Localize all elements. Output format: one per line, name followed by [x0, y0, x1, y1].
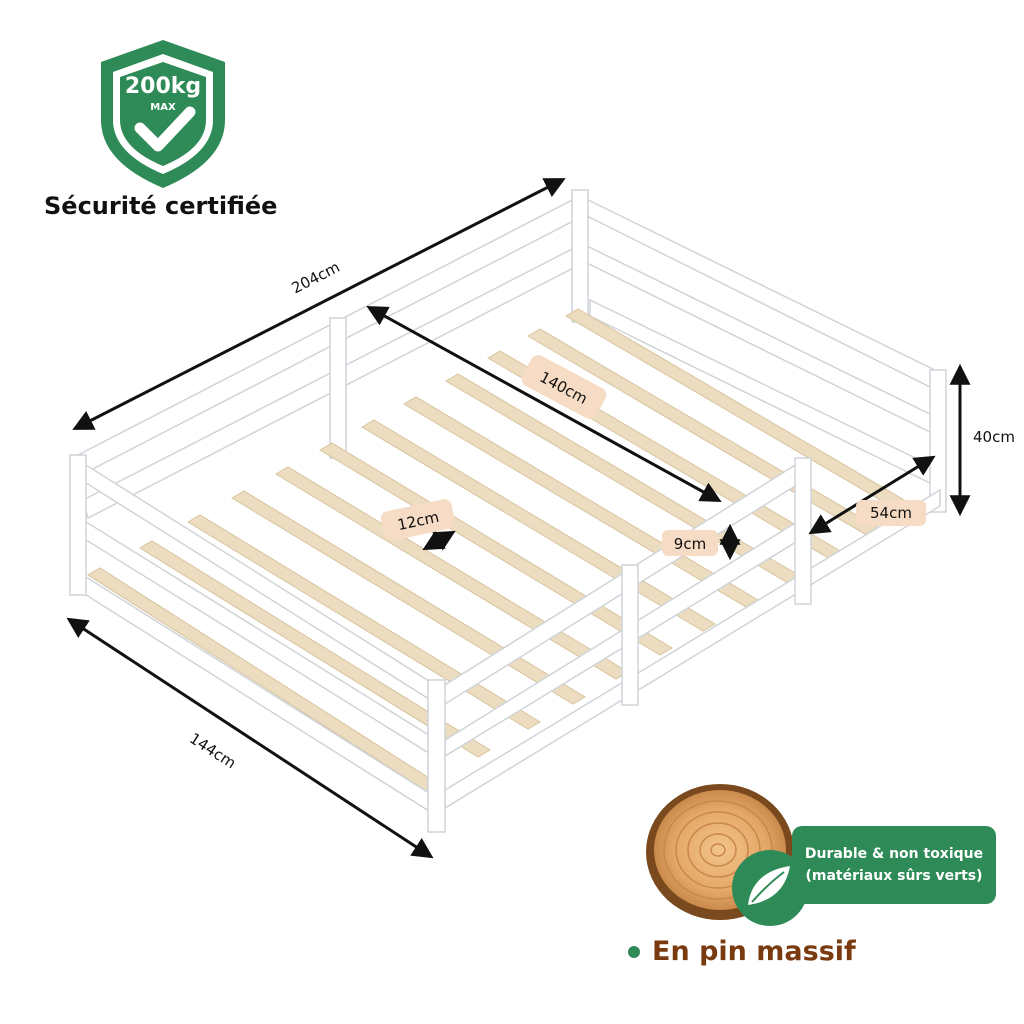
dim-slat-spacing: 12cm [380, 499, 456, 541]
dim-width: 144cm [186, 729, 239, 772]
back-rails [77, 194, 946, 520]
leaf-icon [732, 850, 808, 926]
material-pill-line1: Durable & non toxique [804, 846, 984, 862]
dim-gap: 54cm [856, 500, 926, 526]
material-pill-line2: (matériaux sûrs verts) [805, 868, 983, 884]
safety-title: Sécurité certifiée [44, 192, 278, 220]
dimension-arrows [66, 178, 971, 859]
svg-text:9cm: 9cm [674, 535, 706, 553]
dim-length: 204cm [289, 258, 343, 297]
badge-load: 200kg [125, 74, 201, 99]
dim-slat-height: 9cm [662, 530, 718, 556]
material-name-text: En pin massif [652, 936, 856, 967]
front-posts [69, 454, 812, 833]
bullet-dot [628, 945, 640, 958]
dim-height: 40cm [973, 428, 1015, 446]
shield-icon [101, 40, 225, 188]
material-pill: Durable & non toxique (matériaux sûrs ve… [792, 826, 996, 904]
material-name: En pin massif [628, 936, 856, 967]
badge-load-sub: MAX [150, 102, 176, 113]
svg-text:54cm: 54cm [870, 504, 912, 522]
